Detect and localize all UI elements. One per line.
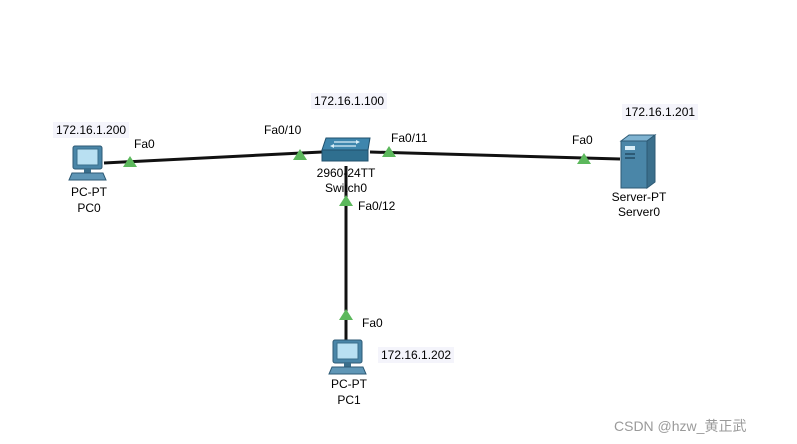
pc0-name-label: PC0 <box>77 201 101 215</box>
pc0-port-label: Fa0 <box>134 137 155 151</box>
pc1-ip-label: 172.16.1.202 <box>378 347 455 363</box>
link-switch0-server0[interactable] <box>369 150 621 161</box>
switch-port-fa0-12-label: Fa0/12 <box>358 199 396 213</box>
link-pc0-switch0[interactable] <box>103 150 323 165</box>
port-indicator-server0 <box>577 153 591 164</box>
switch0-type-label: 2960-24TT <box>316 166 376 180</box>
port-indicator-switch-fa0-10 <box>293 149 307 160</box>
pc1-type-label: PC-PT <box>331 377 367 391</box>
switch0-name-label: Switch0 <box>324 181 368 195</box>
watermark-text: CSDN @hzw_黄正武 <box>614 418 747 434</box>
port-indicator-pc1 <box>339 309 353 320</box>
port-indicator-switch-fa0-11 <box>382 146 396 157</box>
server0-type-label: Server-PT <box>611 190 667 204</box>
switch0-ip-label: 172.16.1.100 <box>311 93 388 109</box>
pc-icon[interactable] <box>68 145 107 181</box>
server0-port-label: Fa0 <box>572 133 593 147</box>
pc1-port-label: Fa0 <box>362 316 383 330</box>
server-icon[interactable] <box>619 134 657 189</box>
server0-ip-label: 172.16.1.201 <box>622 104 699 120</box>
switch-port-fa0-10-label: Fa0/10 <box>264 123 302 137</box>
pc0-ip-label: 172.16.1.200 <box>53 122 130 138</box>
switch-port-fa0-11-label: Fa0/11 <box>391 131 428 145</box>
pc0-type-label: PC-PT <box>71 185 107 199</box>
switch-icon[interactable] <box>321 137 371 162</box>
server0-name-label: Server0 <box>617 205 661 219</box>
pc1-name-label: PC1 <box>337 393 361 407</box>
port-indicator-switch-fa0-12 <box>339 195 353 206</box>
port-indicator-pc0 <box>123 156 137 167</box>
pc-icon[interactable] <box>328 339 367 375</box>
